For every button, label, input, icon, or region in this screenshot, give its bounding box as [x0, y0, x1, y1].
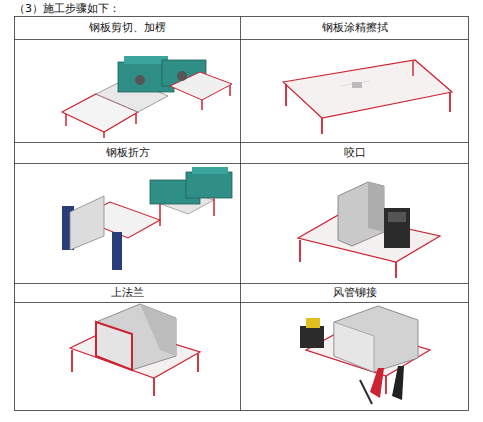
shearing-machine [62, 56, 232, 138]
table-cell: 钢板涂精擦拭 [241, 21, 468, 34]
drawing-part [213, 198, 215, 216]
drawing-part [334, 322, 374, 372]
cell-text: 咬口 [342, 146, 368, 159]
cell-text: 钢板涂精擦拭 [320, 21, 390, 34]
drawing-part [449, 93, 451, 112]
drawing-part [321, 118, 323, 134]
drawing-part [385, 376, 387, 394]
drawing-part [306, 318, 320, 328]
drawing-part [70, 196, 104, 250]
drawing-part [201, 100, 203, 110]
drawing-part [186, 172, 232, 198]
drawing-part [395, 262, 397, 278]
drawing-part [96, 322, 132, 370]
drawing-part [135, 113, 137, 124]
drawing-part [170, 72, 232, 100]
drawing-part [15, 302, 469, 303]
table-cell: 钢板折方 [15, 146, 240, 159]
table-cell: 咬口 [241, 146, 468, 159]
table-cell: 风管铆接 [241, 286, 468, 299]
drawing-part [71, 350, 73, 372]
drawing-part [360, 380, 372, 404]
drawing-part [65, 114, 67, 126]
drawing-part [15, 142, 469, 143]
drawing-part [240, 17, 241, 411]
seaming-machine [298, 182, 440, 278]
drawing-part [299, 240, 301, 262]
drawing-part [177, 71, 187, 81]
drawing-part [96, 304, 176, 370]
folding-machine [62, 167, 232, 270]
drawing-part [15, 283, 469, 284]
drawing-part [370, 368, 384, 398]
drawing-part [384, 208, 410, 248]
drawing-part [124, 56, 168, 64]
drawing-part [140, 304, 176, 356]
riveting-machine [300, 306, 430, 404]
cell-text: 上法兰 [109, 286, 146, 299]
drawing-part [112, 232, 122, 270]
drawing-part [352, 82, 362, 88]
cell-text: 风管铆接 [331, 286, 379, 299]
drawing-part [15, 163, 469, 164]
drawing-part [135, 75, 145, 85]
drawing-part [15, 39, 469, 40]
section-heading: （3）施工步骤如下： [14, 2, 120, 15]
flange-bench [70, 304, 200, 396]
drawing-part [368, 182, 384, 232]
drawing-part [15, 17, 469, 411]
drawing-part [153, 378, 155, 396]
drawing-part [388, 212, 406, 222]
drawing-part [338, 182, 384, 246]
cell-text: 钢板折方 [104, 146, 152, 159]
drawing-part [285, 84, 287, 106]
drawing-part [334, 306, 418, 372]
drawing-part [412, 61, 413, 76]
drawing-part [192, 167, 228, 174]
drawing-part [392, 366, 404, 400]
table-grid [15, 17, 469, 411]
work-bench [283, 60, 452, 134]
drawing-part [103, 132, 105, 138]
drawing-part [300, 326, 324, 348]
table-cell: 钢板剪切、加楞 [15, 21, 240, 34]
drawing-part [159, 204, 161, 226]
drawing-part [197, 353, 199, 372]
drawing-part [283, 60, 452, 118]
drawing-part [229, 85, 231, 96]
cell-text: 钢板剪切、加楞 [87, 21, 168, 34]
table-cell: 上法兰 [15, 286, 240, 299]
